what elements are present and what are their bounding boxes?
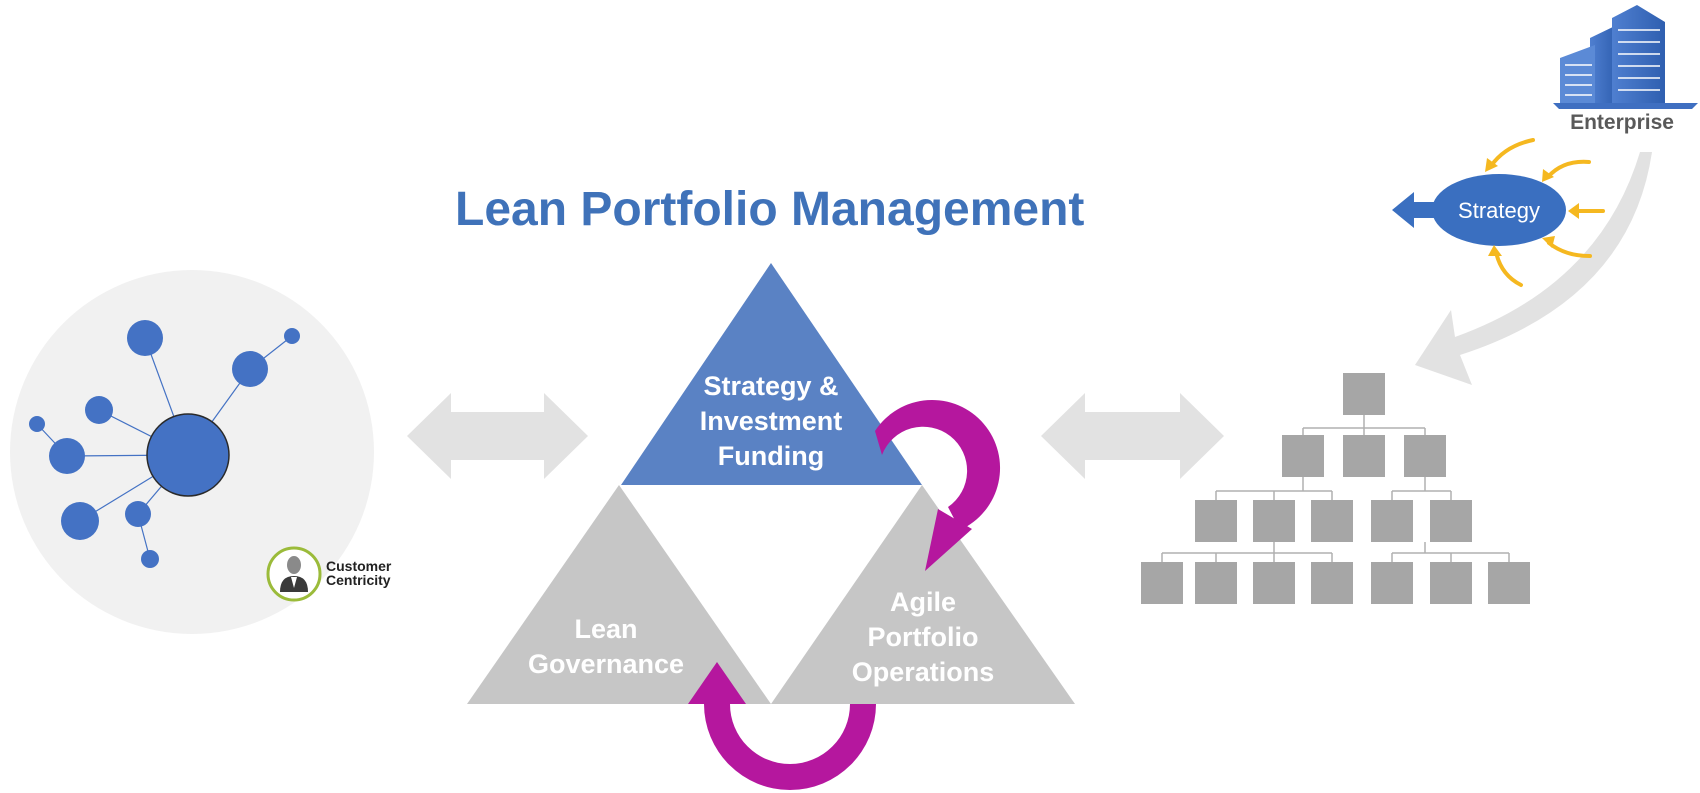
right-triangle-line-3: Operations — [852, 657, 995, 687]
left-triangle-line-2: Governance — [528, 649, 684, 679]
org-box — [1430, 562, 1472, 604]
org-chart-icon — [1141, 373, 1530, 604]
right-triangle-line-1: Agile — [890, 587, 956, 617]
network-node — [49, 438, 85, 474]
strategy-investment-triangle — [621, 263, 922, 485]
org-box — [1371, 500, 1413, 542]
org-box — [1404, 435, 1446, 477]
org-box — [1311, 562, 1353, 604]
org-box — [1195, 500, 1237, 542]
strategy-label: Strategy — [1458, 198, 1540, 223]
strategy-ellipse — [1432, 174, 1566, 246]
org-box — [1311, 500, 1353, 542]
top-triangle-line-2: Investment — [700, 406, 843, 436]
customer-centricity-badge: Customer Centricity — [266, 546, 392, 602]
network-nodes — [29, 320, 300, 568]
network-node — [61, 502, 99, 540]
network-node — [232, 351, 268, 387]
network-node — [141, 550, 159, 568]
customer-person-icon — [280, 556, 308, 592]
org-box — [1253, 500, 1295, 542]
customer-label-line-2: Centricity — [326, 572, 391, 588]
agile-operations-triangle — [771, 485, 1075, 704]
network-hub-node — [146, 413, 230, 497]
building-icon — [1553, 5, 1698, 109]
left-double-arrow — [407, 393, 588, 479]
right-double-arrow — [1041, 393, 1224, 479]
customer-label-line-1: Customer — [326, 558, 392, 574]
enterprise-group: Enterprise Strategy — [1392, 5, 1698, 385]
org-box — [1371, 562, 1413, 604]
bottom-loop-arrow — [688, 662, 876, 790]
org-box — [1282, 435, 1324, 477]
network-node — [29, 416, 45, 432]
network-node — [125, 501, 151, 527]
page-title: Lean Portfolio Management — [455, 183, 1085, 236]
top-loop-arrow — [875, 400, 1001, 571]
customer-network: Customer Centricity — [10, 270, 392, 634]
network-graph-icon — [36, 335, 293, 560]
top-triangle-line-1: Strategy & — [703, 371, 838, 401]
network-node — [85, 396, 113, 424]
top-triangle-line-3: Funding — [718, 441, 824, 471]
org-box — [1253, 562, 1295, 604]
lean-governance-triangle — [467, 485, 771, 704]
org-box — [1195, 562, 1237, 604]
network-node — [284, 328, 300, 344]
org-box — [1488, 562, 1530, 604]
network-node — [127, 320, 163, 356]
org-box — [1343, 435, 1385, 477]
right-triangle-line-2: Portfolio — [868, 622, 979, 652]
org-box — [1343, 373, 1385, 415]
org-box — [1141, 562, 1183, 604]
left-triangle-line-1: Lean — [574, 614, 637, 644]
enterprise-to-org-arrow — [1415, 152, 1652, 385]
enterprise-label: Enterprise — [1570, 111, 1674, 134]
orange-arrowheads — [1485, 158, 1579, 256]
triangle-diagram: Strategy & Investment Funding Lean Gover… — [467, 263, 1075, 790]
org-box — [1430, 500, 1472, 542]
strategy-output-arrow — [1392, 192, 1436, 228]
